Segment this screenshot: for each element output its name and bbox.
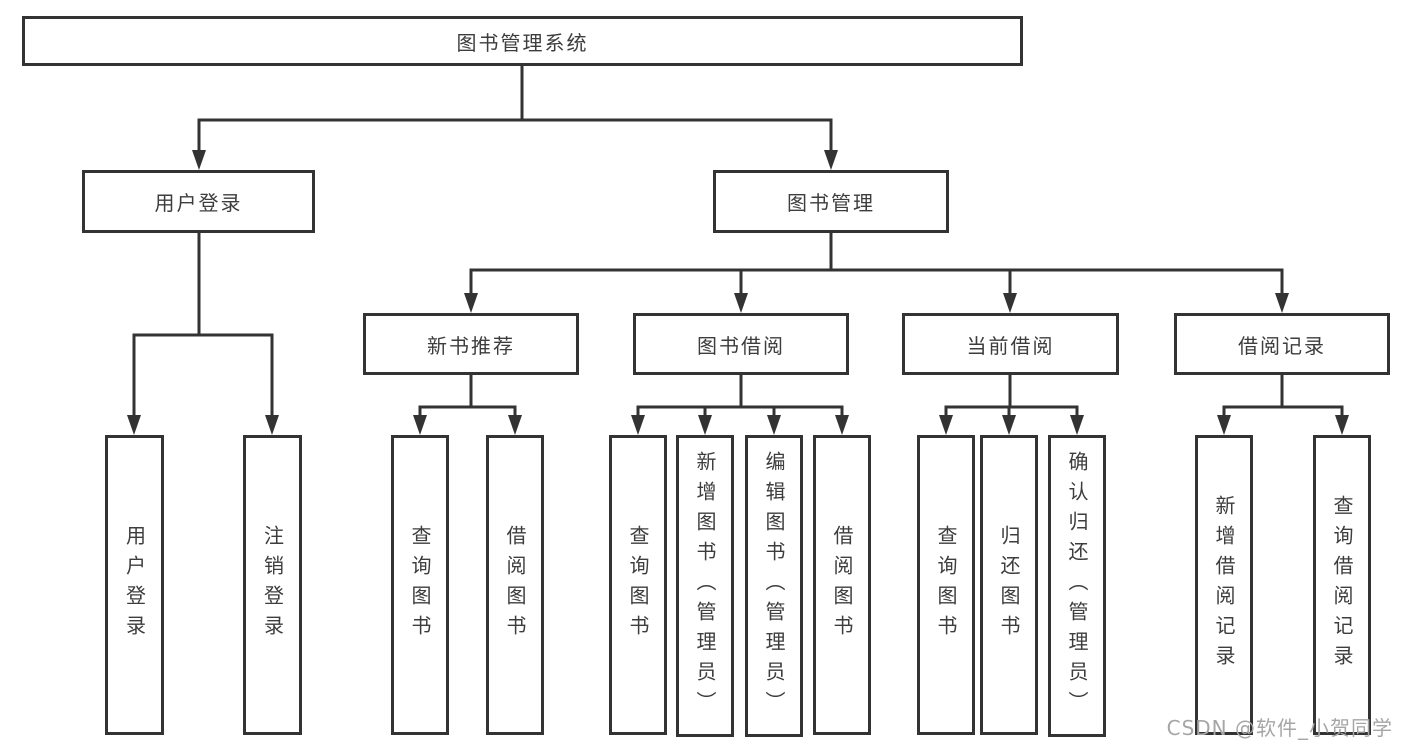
arrowhead	[127, 415, 141, 435]
node-user-login: 用户登录	[82, 170, 315, 233]
leaf-query-borrow-record: 查询借阅记录	[1313, 435, 1371, 735]
leaf-query-books-current: 查询图书	[917, 435, 975, 735]
arrowhead	[464, 293, 478, 313]
leaf-borrow-books-borrowing: 借阅图书	[813, 435, 871, 735]
node-label: 图书管理系统	[456, 30, 589, 55]
leaf-query-books-borrowing: 查询图书	[609, 435, 667, 735]
arrowhead	[192, 150, 206, 170]
node-label: 借阅记录	[1238, 333, 1326, 358]
leaf-label: 查询借阅记录	[1330, 495, 1354, 675]
leaf-label: 注销登录	[260, 525, 285, 645]
arrowhead	[835, 415, 849, 435]
node-label: 图书借阅	[697, 333, 785, 358]
arrowhead	[1003, 293, 1017, 313]
arrowhead	[265, 415, 279, 435]
arrowhead	[508, 415, 522, 435]
leaf-label: 查询图书	[408, 525, 432, 645]
node-label: 图书管理	[787, 191, 875, 215]
leaf-label: 用户登录	[122, 525, 147, 645]
leaf-query-books-recommend: 查询图书	[391, 435, 449, 735]
node-borrowing-records: 借阅记录	[1174, 313, 1390, 375]
leaf-confirm-return-admin: 确认归还（管理员）	[1048, 435, 1106, 737]
arrowhead	[631, 415, 645, 435]
arrowhead	[1217, 415, 1231, 435]
leaf-label: 借阅图书	[503, 525, 527, 645]
leaf-label: 新增借阅记录	[1212, 495, 1236, 675]
node-library-management-system: 图书管理系统	[22, 16, 1023, 66]
node-label: 用户登录	[154, 191, 243, 215]
node-label: 新书推荐	[427, 333, 515, 358]
leaf-return-books: 归还图书	[980, 435, 1038, 735]
node-new-book-recommend: 新书推荐	[363, 313, 579, 375]
node-book-management: 图书管理	[713, 170, 949, 233]
arrowhead	[734, 293, 748, 313]
leaf-label: 新增图书（管理员）	[693, 451, 717, 721]
leaf-borrow-books-recommend: 借阅图书	[486, 435, 544, 735]
arrowhead	[1070, 415, 1084, 435]
leaf-user-login: 用户登录	[105, 435, 164, 735]
leaf-logout-login: 注销登录	[243, 435, 302, 735]
leaf-add-borrow-record: 新增借阅记录	[1195, 435, 1253, 735]
leaf-label: 确认归还（管理员）	[1065, 451, 1089, 721]
leaf-label: 查询图书	[934, 525, 958, 645]
leaf-label: 借阅图书	[830, 525, 854, 645]
node-book-borrowing: 图书借阅	[633, 313, 849, 375]
arrowhead	[824, 150, 838, 170]
node-label: 当前借阅	[966, 333, 1055, 358]
arrowhead	[413, 415, 427, 435]
leaf-label: 编辑图书（管理员）	[762, 451, 786, 721]
leaf-label: 归还图书	[997, 525, 1021, 645]
leaf-edit-books-admin: 编辑图书（管理员）	[745, 435, 803, 737]
leaf-add-books-admin: 新增图书（管理员）	[676, 435, 734, 737]
connector-paths	[132, 66, 1344, 417]
arrowhead	[939, 415, 953, 435]
leaf-label: 查询图书	[626, 525, 650, 645]
arrowhead	[767, 415, 781, 435]
arrowhead	[698, 415, 712, 435]
arrowhead	[1275, 293, 1289, 313]
arrowhead	[1002, 415, 1016, 435]
node-current-borrowing: 当前借阅	[902, 313, 1119, 375]
arrowhead	[1335, 415, 1349, 435]
